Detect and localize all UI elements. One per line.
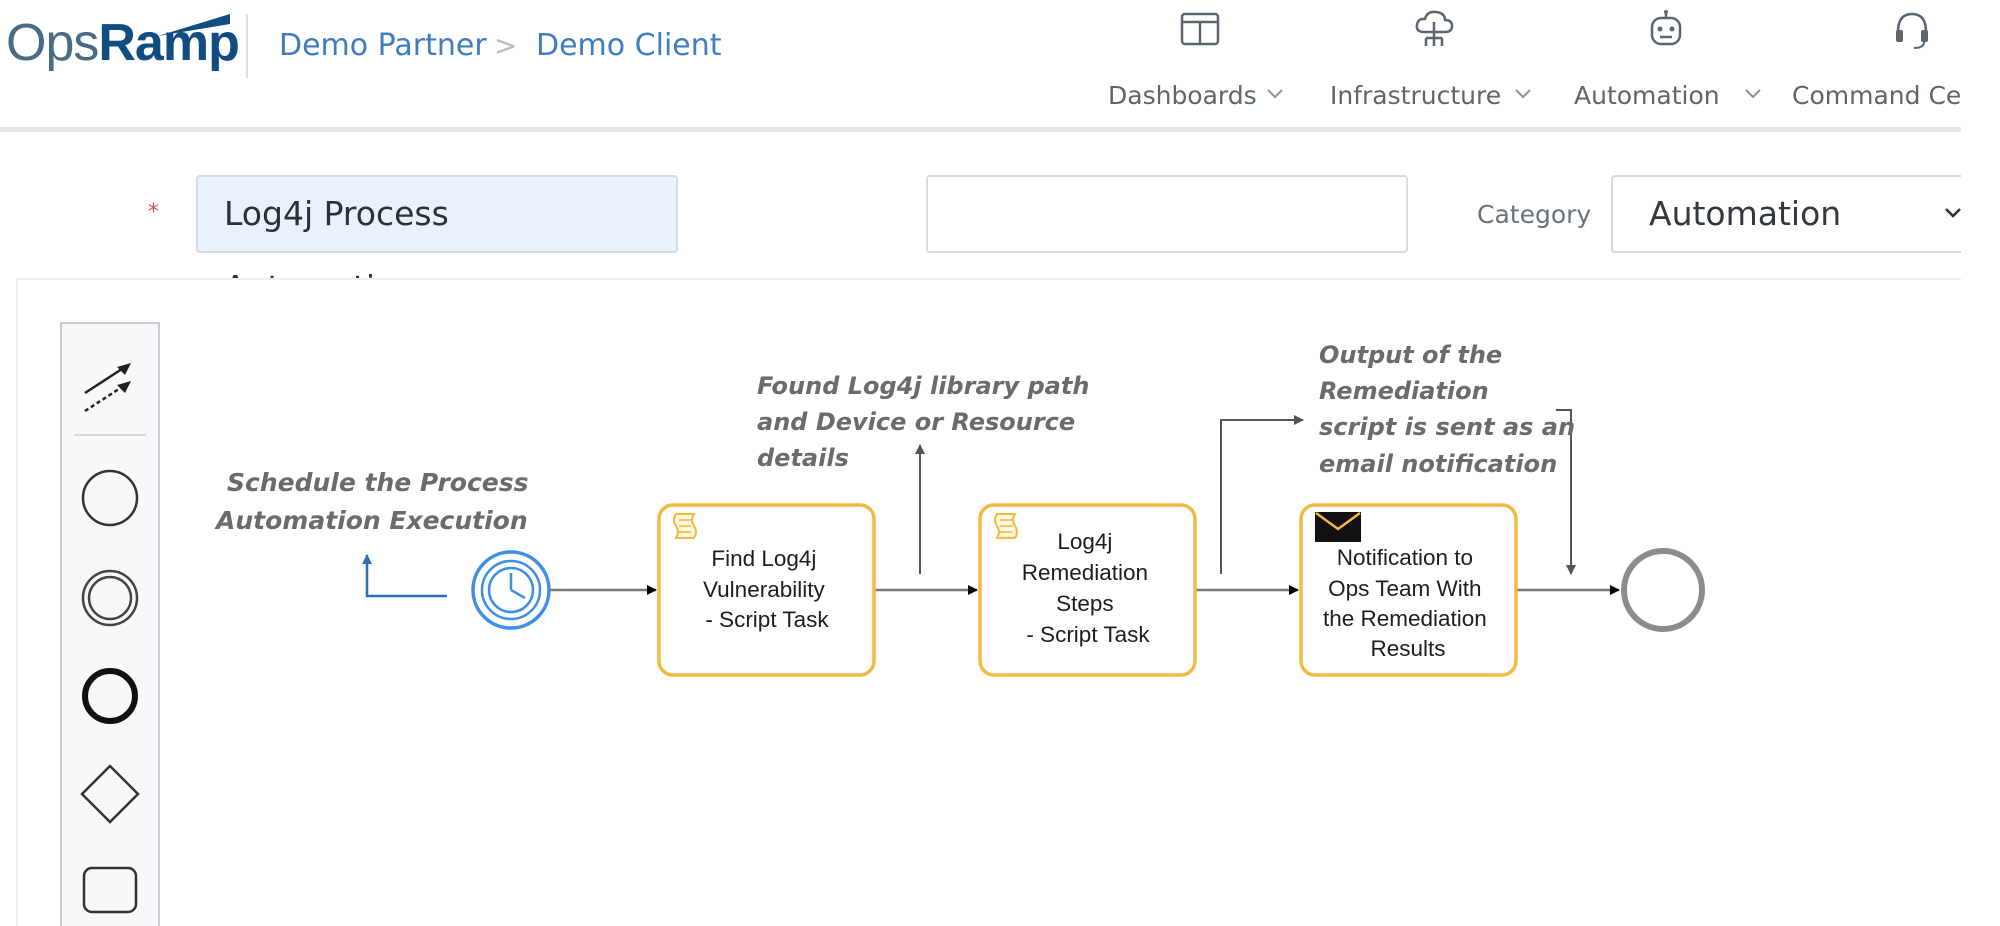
script-icon: [673, 513, 697, 539]
annotation-link-output-out: [1556, 409, 1576, 575]
annotation-line: details: [757, 444, 849, 472]
clock-icon: [487, 566, 535, 614]
task-icon: [82, 866, 138, 914]
script-task-find-vulnerability[interactable]: Find Log4j Vulnerability - Script Task: [657, 503, 876, 677]
task-tool[interactable]: [62, 850, 158, 926]
end-event-icon: [82, 668, 138, 724]
nav-automation-label: Automation: [1574, 81, 1720, 110]
chevron-down-icon: [1515, 89, 1531, 99]
bpmn-palette: [60, 322, 160, 926]
send-task-notification[interactable]: Notification to Ops Team With the Remedi…: [1299, 503, 1518, 677]
nav-command-center[interactable]: Command Cent: [1792, 8, 1961, 110]
logo-swoosh-icon: [158, 14, 230, 36]
category-selected-value: Automation: [1649, 194, 1842, 233]
annotation-schedule[interactable]: Schedule the Process Automation Executio…: [214, 468, 537, 535]
description-input[interactable]: [926, 175, 1408, 253]
envelope-icon: [1315, 511, 1361, 542]
nav-dashboards-label: Dashboards: [1108, 81, 1257, 110]
annotation-found[interactable]: Found Log4j library path and Device or R…: [757, 372, 1098, 472]
annotation-line: Remediation: [1319, 377, 1489, 405]
header-divider: [246, 14, 248, 78]
breadcrumb-separator: >: [494, 29, 518, 62]
intermediate-event-tool[interactable]: [62, 558, 158, 638]
task-label: Notification to Ops Team With the Remedi…: [1323, 545, 1493, 661]
header-bottom-rule: [0, 127, 1961, 132]
start-event-tool[interactable]: [62, 458, 158, 538]
nav-dashboards[interactable]: Dashboards: [1108, 8, 1288, 110]
annotation-line: Output of the: [1319, 341, 1502, 369]
nav-infrastructure[interactable]: Infrastructure: [1330, 8, 1540, 110]
nav-command-center-label: Command Cent: [1792, 81, 1961, 110]
connect-tool[interactable]: [62, 348, 158, 428]
end-event[interactable]: [1621, 548, 1705, 632]
connect-tool-icon: [84, 363, 131, 413]
task-label: Log4j Remediation Steps - Script Task: [1022, 529, 1155, 647]
category-label: Category: [1477, 200, 1592, 229]
annotation-line: Automation Execution: [214, 506, 528, 535]
dashboard-icon: [1180, 12, 1220, 46]
nav-automation[interactable]: Automation: [1574, 8, 1764, 110]
category-select[interactable]: Automation: [1611, 175, 1961, 253]
process-name-input[interactable]: Log4j Process Automation: [196, 175, 678, 307]
annotation-output[interactable]: Output of the Remediation script is sent…: [1319, 341, 1583, 478]
script-icon: [994, 513, 1018, 539]
annotation-line: email notification: [1319, 450, 1557, 478]
annotation-line: script is sent as an: [1319, 413, 1575, 441]
headset-icon: [1896, 12, 1928, 49]
opsramp-logo[interactable]: OpsRamp: [6, 8, 240, 78]
palette-divider: [74, 434, 146, 436]
required-marker: *: [148, 200, 159, 225]
chevron-down-icon: [1267, 89, 1283, 99]
breadcrumb-client[interactable]: Demo Client: [536, 28, 722, 63]
annotation-line: Found Log4j library path: [757, 372, 1089, 400]
annotation-link-schedule: [362, 554, 447, 598]
gateway-tool[interactable]: [62, 754, 158, 834]
chevron-down-icon: [1945, 208, 1961, 218]
logo-text-ops: Ops: [6, 14, 99, 72]
cloud-network-icon: [1415, 10, 1454, 46]
intermediate-event-icon: [81, 569, 139, 627]
annotation-line: and Device or Resource: [757, 408, 1075, 436]
breadcrumb-partner[interactable]: Demo Partner: [279, 28, 487, 63]
script-task-remediation-steps[interactable]: Log4j Remediation Steps - Script Task: [978, 503, 1197, 677]
nav-infrastructure-label: Infrastructure: [1330, 81, 1502, 110]
chevron-down-icon: [1745, 89, 1761, 99]
end-event-tool[interactable]: [62, 656, 158, 736]
task-label: Find Log4j Vulnerability - Script Task: [703, 546, 831, 632]
annotation-line: Schedule the Process: [227, 468, 529, 497]
start-event-icon: [81, 469, 139, 527]
annotation-link-output-in: [1220, 415, 1304, 574]
timer-start-event[interactable]: [471, 550, 551, 630]
robot-icon: [1650, 10, 1682, 46]
gateway-icon: [80, 764, 140, 824]
